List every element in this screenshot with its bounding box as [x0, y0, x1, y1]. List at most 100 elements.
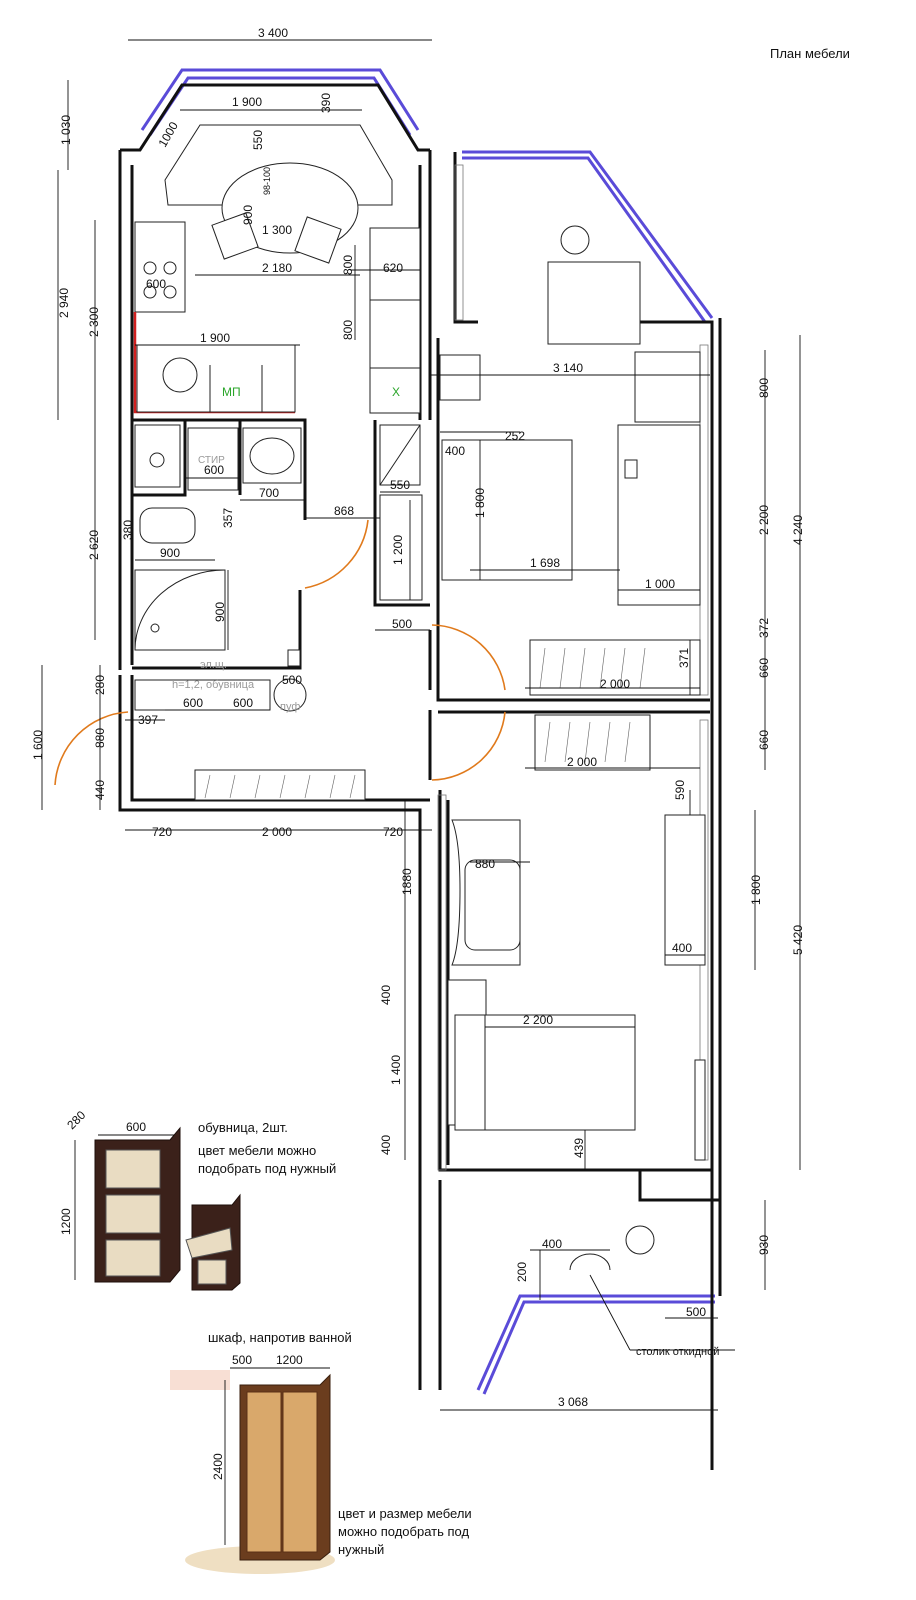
dim-372: 372 — [757, 618, 771, 638]
shoe-cabinet-width: 600 — [126, 1120, 146, 1134]
label-el-shch-h: h=1,2, обувница — [172, 679, 255, 691]
dim-900-shower-w: 900 — [160, 546, 180, 560]
wardrobe-illustration: шкаф, напротив ванной 500 1200 2400 цвет… — [170, 1330, 472, 1574]
dim-2000-hall: 2 000 — [262, 825, 292, 839]
walls — [118, 83, 722, 1470]
dim-357: 357 — [221, 508, 235, 528]
wardrobe-height: 2400 — [211, 1453, 225, 1480]
dim-2200-bed: 2 200 — [523, 1013, 553, 1027]
dim-2200-right: 2 200 — [757, 505, 771, 535]
dim-200: 200 — [515, 1262, 529, 1282]
bedroom2-furniture — [447, 714, 706, 1271]
dim-800-b: 800 — [341, 320, 355, 340]
dim-620: 620 — [383, 261, 403, 275]
shoe-cabinet-illustration: 280 600 1200 обувница, 2шт. цвет мебели … — [59, 1108, 336, 1291]
dim-900-shower-h: 900 — [213, 602, 227, 622]
dim-1600: 1 600 — [31, 730, 45, 760]
dim-600-shoe2: 600 — [233, 696, 253, 710]
dim-660-b: 660 — [757, 730, 771, 750]
dim-1880: 1880 — [400, 868, 414, 895]
dim-800-right: 800 — [757, 378, 771, 398]
bedroom1-furniture — [439, 225, 701, 696]
dim-880-hall: 880 — [93, 728, 107, 748]
dim-500-puf: 500 — [282, 673, 302, 687]
dim-371: 371 — [677, 648, 691, 668]
dim-1800-right: 1 800 — [749, 875, 763, 905]
dim-440: 440 — [93, 780, 107, 800]
shoe-cabinet-note-2: подобрать под нужный — [198, 1161, 336, 1176]
dim-720-left: 720 — [152, 825, 172, 839]
wardrobe-note-3: нужный — [338, 1542, 384, 1557]
shoe-cabinet-title: обувница, 2шт. — [198, 1120, 288, 1135]
dim-800-a: 800 — [341, 255, 355, 275]
dim-400-e: 400 — [542, 1237, 562, 1251]
dim-2180: 2 180 — [262, 261, 292, 275]
dim-600-kitchen: 600 — [146, 277, 166, 291]
dim-1200-hall: 1 200 — [391, 535, 405, 565]
dim-2000-wardrobe1: 2 000 — [600, 677, 630, 691]
label-el-shch: эл.щ. — [200, 659, 227, 671]
dim-400-c: 400 — [379, 985, 393, 1005]
label-mp: МП — [222, 385, 241, 399]
dim-660-a: 660 — [757, 658, 771, 678]
dim-880-sofa: 880 — [475, 857, 495, 871]
dim-868: 868 — [334, 504, 354, 518]
dim-1800-bed1: 1 800 — [473, 488, 487, 518]
dim-1900-top: 1 900 — [232, 95, 262, 109]
wardrobe-note-1: цвет и размер мебели — [338, 1506, 472, 1521]
dim-600-stir: 600 — [204, 463, 224, 477]
dimension-lines — [41, 39, 801, 1411]
dim-380: 380 — [121, 520, 135, 540]
label-puf: пуф — [280, 701, 300, 713]
dim-1400: 1 400 — [389, 1055, 403, 1085]
dim-600-shoe1: 600 — [183, 696, 203, 710]
kitchen-furniture — [133, 124, 421, 486]
dim-2300: 2 300 — [87, 307, 101, 337]
dim-400-bed1: 400 — [445, 444, 465, 458]
dim-1000-bed: 1 000 — [645, 577, 675, 591]
dim-4240: 4 240 — [791, 515, 805, 545]
dim-3068: 3 068 — [558, 1395, 588, 1409]
dim-400-tv: 400 — [672, 941, 692, 955]
dim-252: 252 — [505, 429, 525, 443]
dim-280: 280 — [93, 675, 107, 695]
door-swings — [54, 519, 506, 786]
bathroom-furniture — [134, 424, 302, 667]
dim-397: 397 — [138, 713, 158, 727]
wardrobe-width: 1200 — [276, 1353, 303, 1367]
dimension-labels: 3 400 1 030 1 900 390 1000 550 900 98-10… — [31, 26, 805, 1409]
dim-1900-counter: 1 900 — [200, 331, 230, 345]
plan-title: План мебели — [770, 46, 850, 61]
dim-1030: 1 030 — [59, 115, 73, 145]
wardrobe-title: шкаф, напротив ванной — [208, 1330, 352, 1345]
dim-5420: 5 420 — [791, 925, 805, 955]
shoe-cabinet-note-1: цвет мебели можно — [198, 1143, 316, 1158]
wardrobe-note-2: можно подобрать под — [338, 1524, 469, 1539]
dim-400-d: 400 — [379, 1135, 393, 1155]
shoe-cabinet-depth: 280 — [64, 1108, 88, 1132]
dim-439: 439 — [572, 1138, 586, 1158]
shoe-cabinet-height: 1200 — [59, 1208, 73, 1235]
dim-3140: 3 140 — [553, 361, 583, 375]
dim-3400: 3 400 — [258, 26, 288, 40]
dim-2000-wardrobe2: 2 000 — [567, 755, 597, 769]
dim-500-hall: 500 — [392, 617, 412, 631]
dim-930: 930 — [757, 1235, 771, 1255]
dim-590: 590 — [673, 780, 687, 800]
dim-700: 700 — [259, 486, 279, 500]
dim-2940: 2 940 — [57, 288, 71, 318]
dim-2620: 2 620 — [87, 530, 101, 560]
dim-550-hall: 550 — [390, 478, 410, 492]
dim-390: 390 — [319, 93, 333, 113]
dim-1698: 1 698 — [530, 556, 560, 570]
dim-1300: 1 300 — [262, 223, 292, 237]
hall-furniture — [134, 494, 423, 801]
label-x: Х — [392, 385, 400, 399]
wardrobe-depth: 500 — [232, 1353, 252, 1367]
label-stir: СТИР — [198, 455, 225, 466]
dim-720-right: 720 — [383, 825, 403, 839]
label-table-fold: столик откидной — [636, 1346, 719, 1358]
dim-500-bottom: 500 — [686, 1305, 706, 1319]
dim-900-top: 900 — [241, 205, 255, 225]
